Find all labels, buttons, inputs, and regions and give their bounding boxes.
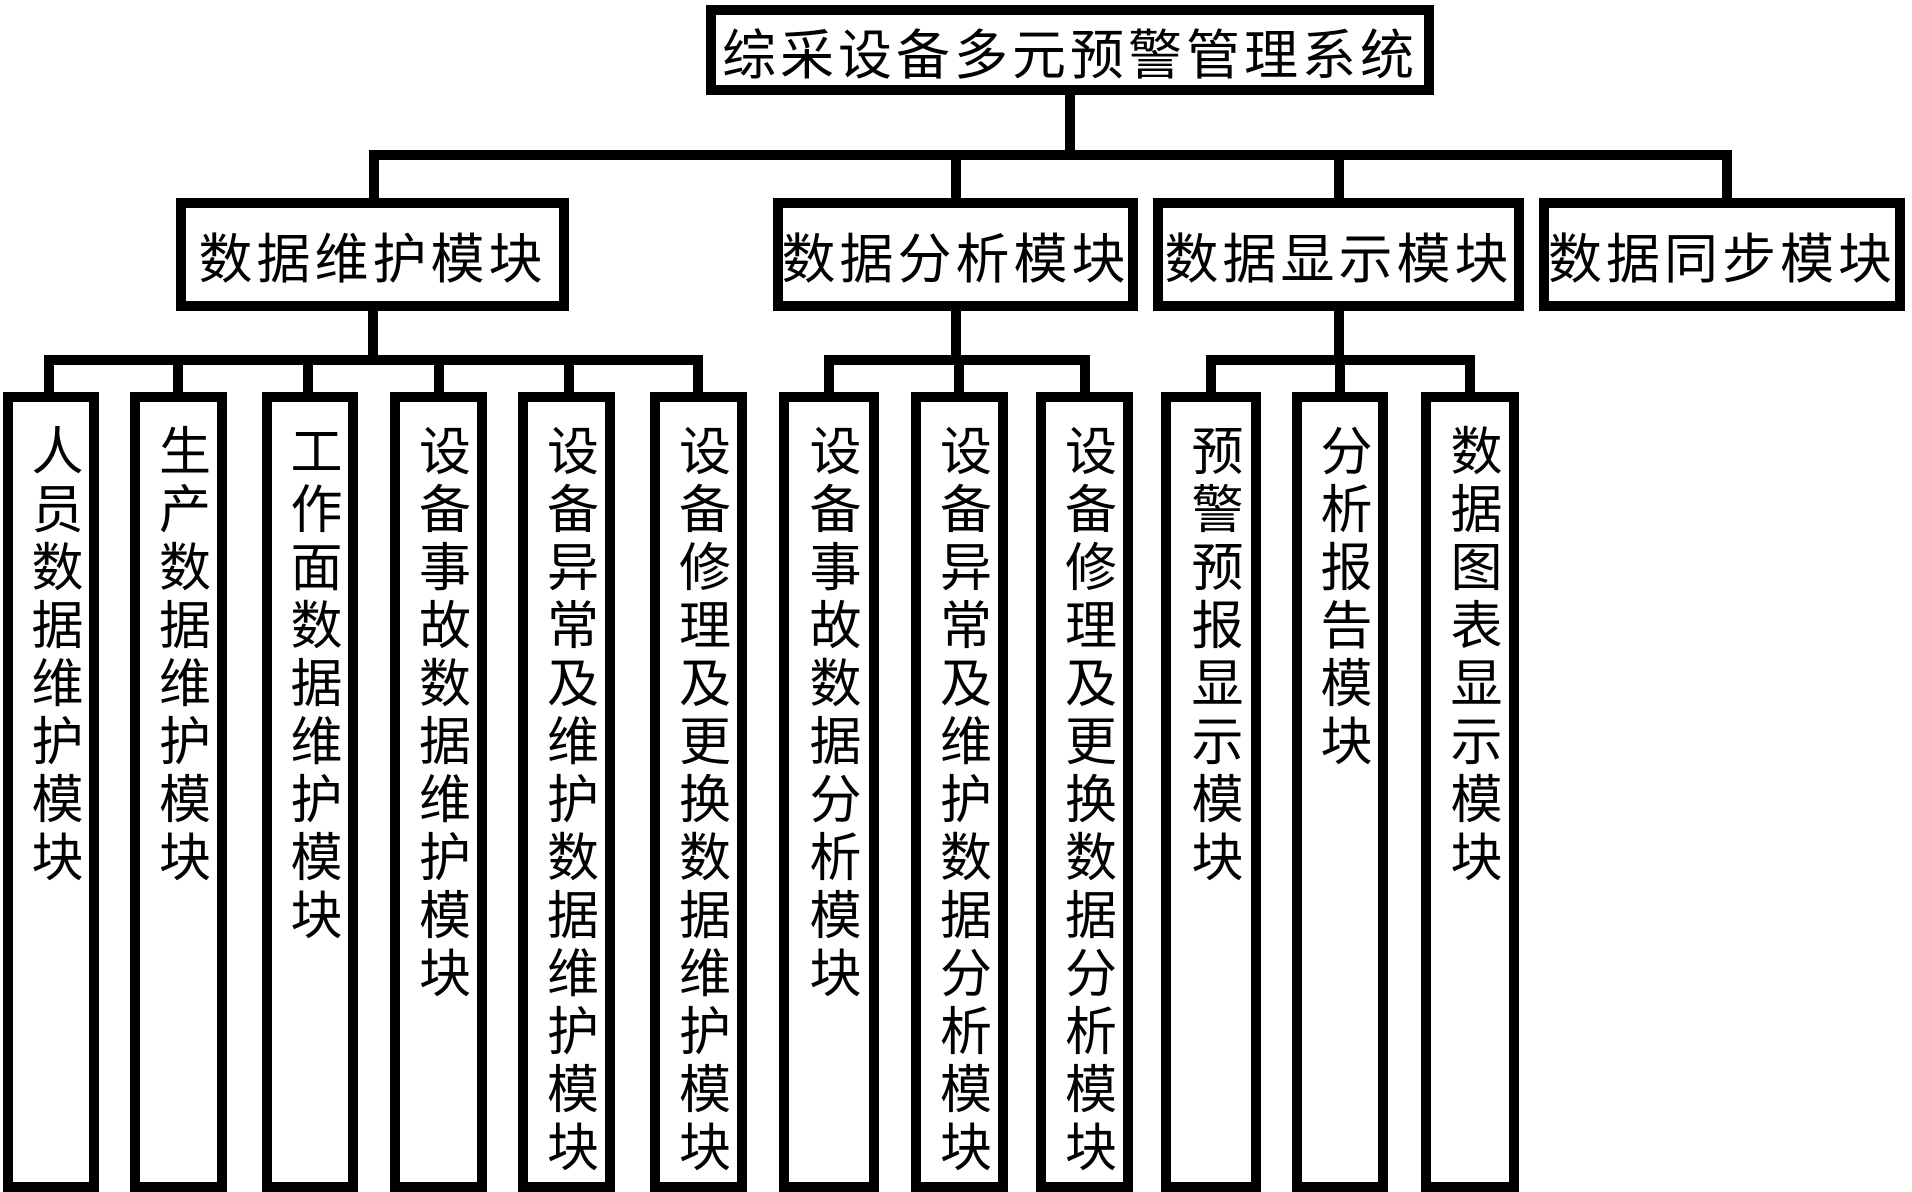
leaf-label: 生产数据维护模块 bbox=[150, 424, 208, 888]
leaf-label: 工作面数据维护模块 bbox=[282, 424, 339, 946]
leaf-label: 分析报告模块 bbox=[1312, 424, 1369, 772]
leaf-node-personnel-data-maintenance: 人员数据维护模块 bbox=[3, 392, 99, 1192]
leaf-node-analysis-report: 分析报告模块 bbox=[1292, 392, 1388, 1192]
connector-g1-drop-2 bbox=[173, 355, 183, 395]
leaf-label: 设备修理及更换数据维护模块 bbox=[670, 424, 728, 1178]
leaf-node-warning-forecast-display: 预警预报显示模块 bbox=[1161, 392, 1261, 1192]
connector-g2-stem bbox=[951, 309, 961, 365]
connector-g1-drop-3 bbox=[303, 355, 313, 395]
module-node-data-maintenance: 数据维护模块 bbox=[176, 198, 569, 311]
leaf-label: 设备异常及维护数据分析模块 bbox=[931, 424, 989, 1178]
leaf-node-working-face-data-maintenance: 工作面数据维护模块 bbox=[262, 392, 358, 1192]
module-node-data-display: 数据显示模块 bbox=[1153, 198, 1524, 311]
connector-drop-data-maintenance bbox=[369, 150, 379, 200]
module-node-data-sync: 数据同步模块 bbox=[1539, 198, 1905, 311]
connector-g3-drop-3 bbox=[1465, 355, 1475, 395]
leaf-label: 预警预报显示模块 bbox=[1183, 424, 1240, 888]
connector-g3-stem bbox=[1334, 309, 1344, 365]
connector-drop-data-sync bbox=[1722, 150, 1732, 200]
connector-level1-horizontal bbox=[369, 150, 1732, 160]
leaf-label: 设备事故数据维护模块 bbox=[410, 424, 468, 1004]
connector-root-stem bbox=[1065, 93, 1075, 155]
leaf-node-equipment-repair-replacement-data-maintenance: 设备修理及更换数据维护模块 bbox=[650, 392, 747, 1192]
leaf-label: 人员数据维护模块 bbox=[23, 424, 80, 888]
leaf-label: 数据图表显示模块 bbox=[1442, 424, 1499, 888]
leaf-label: 设备修理及更换数据分析模块 bbox=[1056, 424, 1114, 1178]
connector-g1-horizontal bbox=[44, 355, 703, 365]
leaf-node-equipment-repair-replacement-data-analysis: 设备修理及更换数据分析模块 bbox=[1036, 392, 1133, 1192]
leaf-node-production-data-maintenance: 生产数据维护模块 bbox=[130, 392, 227, 1192]
connector-g2-drop-3 bbox=[1080, 355, 1090, 395]
connector-g1-stem bbox=[368, 309, 378, 365]
leaf-node-data-chart-display: 数据图表显示模块 bbox=[1421, 392, 1519, 1192]
connector-g2-drop-1 bbox=[824, 355, 834, 395]
connector-g1-drop-4 bbox=[434, 355, 444, 395]
connector-g1-drop-5 bbox=[564, 355, 574, 395]
leaf-label: 设备事故数据分析模块 bbox=[801, 424, 858, 1004]
connector-g3-drop-1 bbox=[1206, 355, 1216, 395]
leaf-node-equipment-accident-data-analysis: 设备事故数据分析模块 bbox=[779, 392, 879, 1192]
connector-g1-drop-1 bbox=[44, 355, 54, 395]
leaf-node-equipment-abnormal-maintenance-data-analysis: 设备异常及维护数据分析模块 bbox=[911, 392, 1008, 1192]
leaf-node-equipment-accident-data-maintenance: 设备事故数据维护模块 bbox=[390, 392, 487, 1192]
connector-g2-drop-2 bbox=[954, 355, 964, 395]
root-node: 综采设备多元预警管理系统 bbox=[706, 5, 1434, 95]
leaf-node-equipment-abnormal-maintenance-data-maintenance: 设备异常及维护数据维护模块 bbox=[518, 392, 615, 1192]
module-node-data-analysis: 数据分析模块 bbox=[773, 198, 1138, 311]
connector-drop-data-analysis bbox=[951, 150, 961, 200]
leaf-label: 设备异常及维护数据维护模块 bbox=[538, 424, 596, 1178]
connector-drop-data-display bbox=[1334, 150, 1344, 200]
connector-g3-drop-2 bbox=[1335, 355, 1345, 395]
connector-g1-drop-6 bbox=[693, 355, 703, 395]
